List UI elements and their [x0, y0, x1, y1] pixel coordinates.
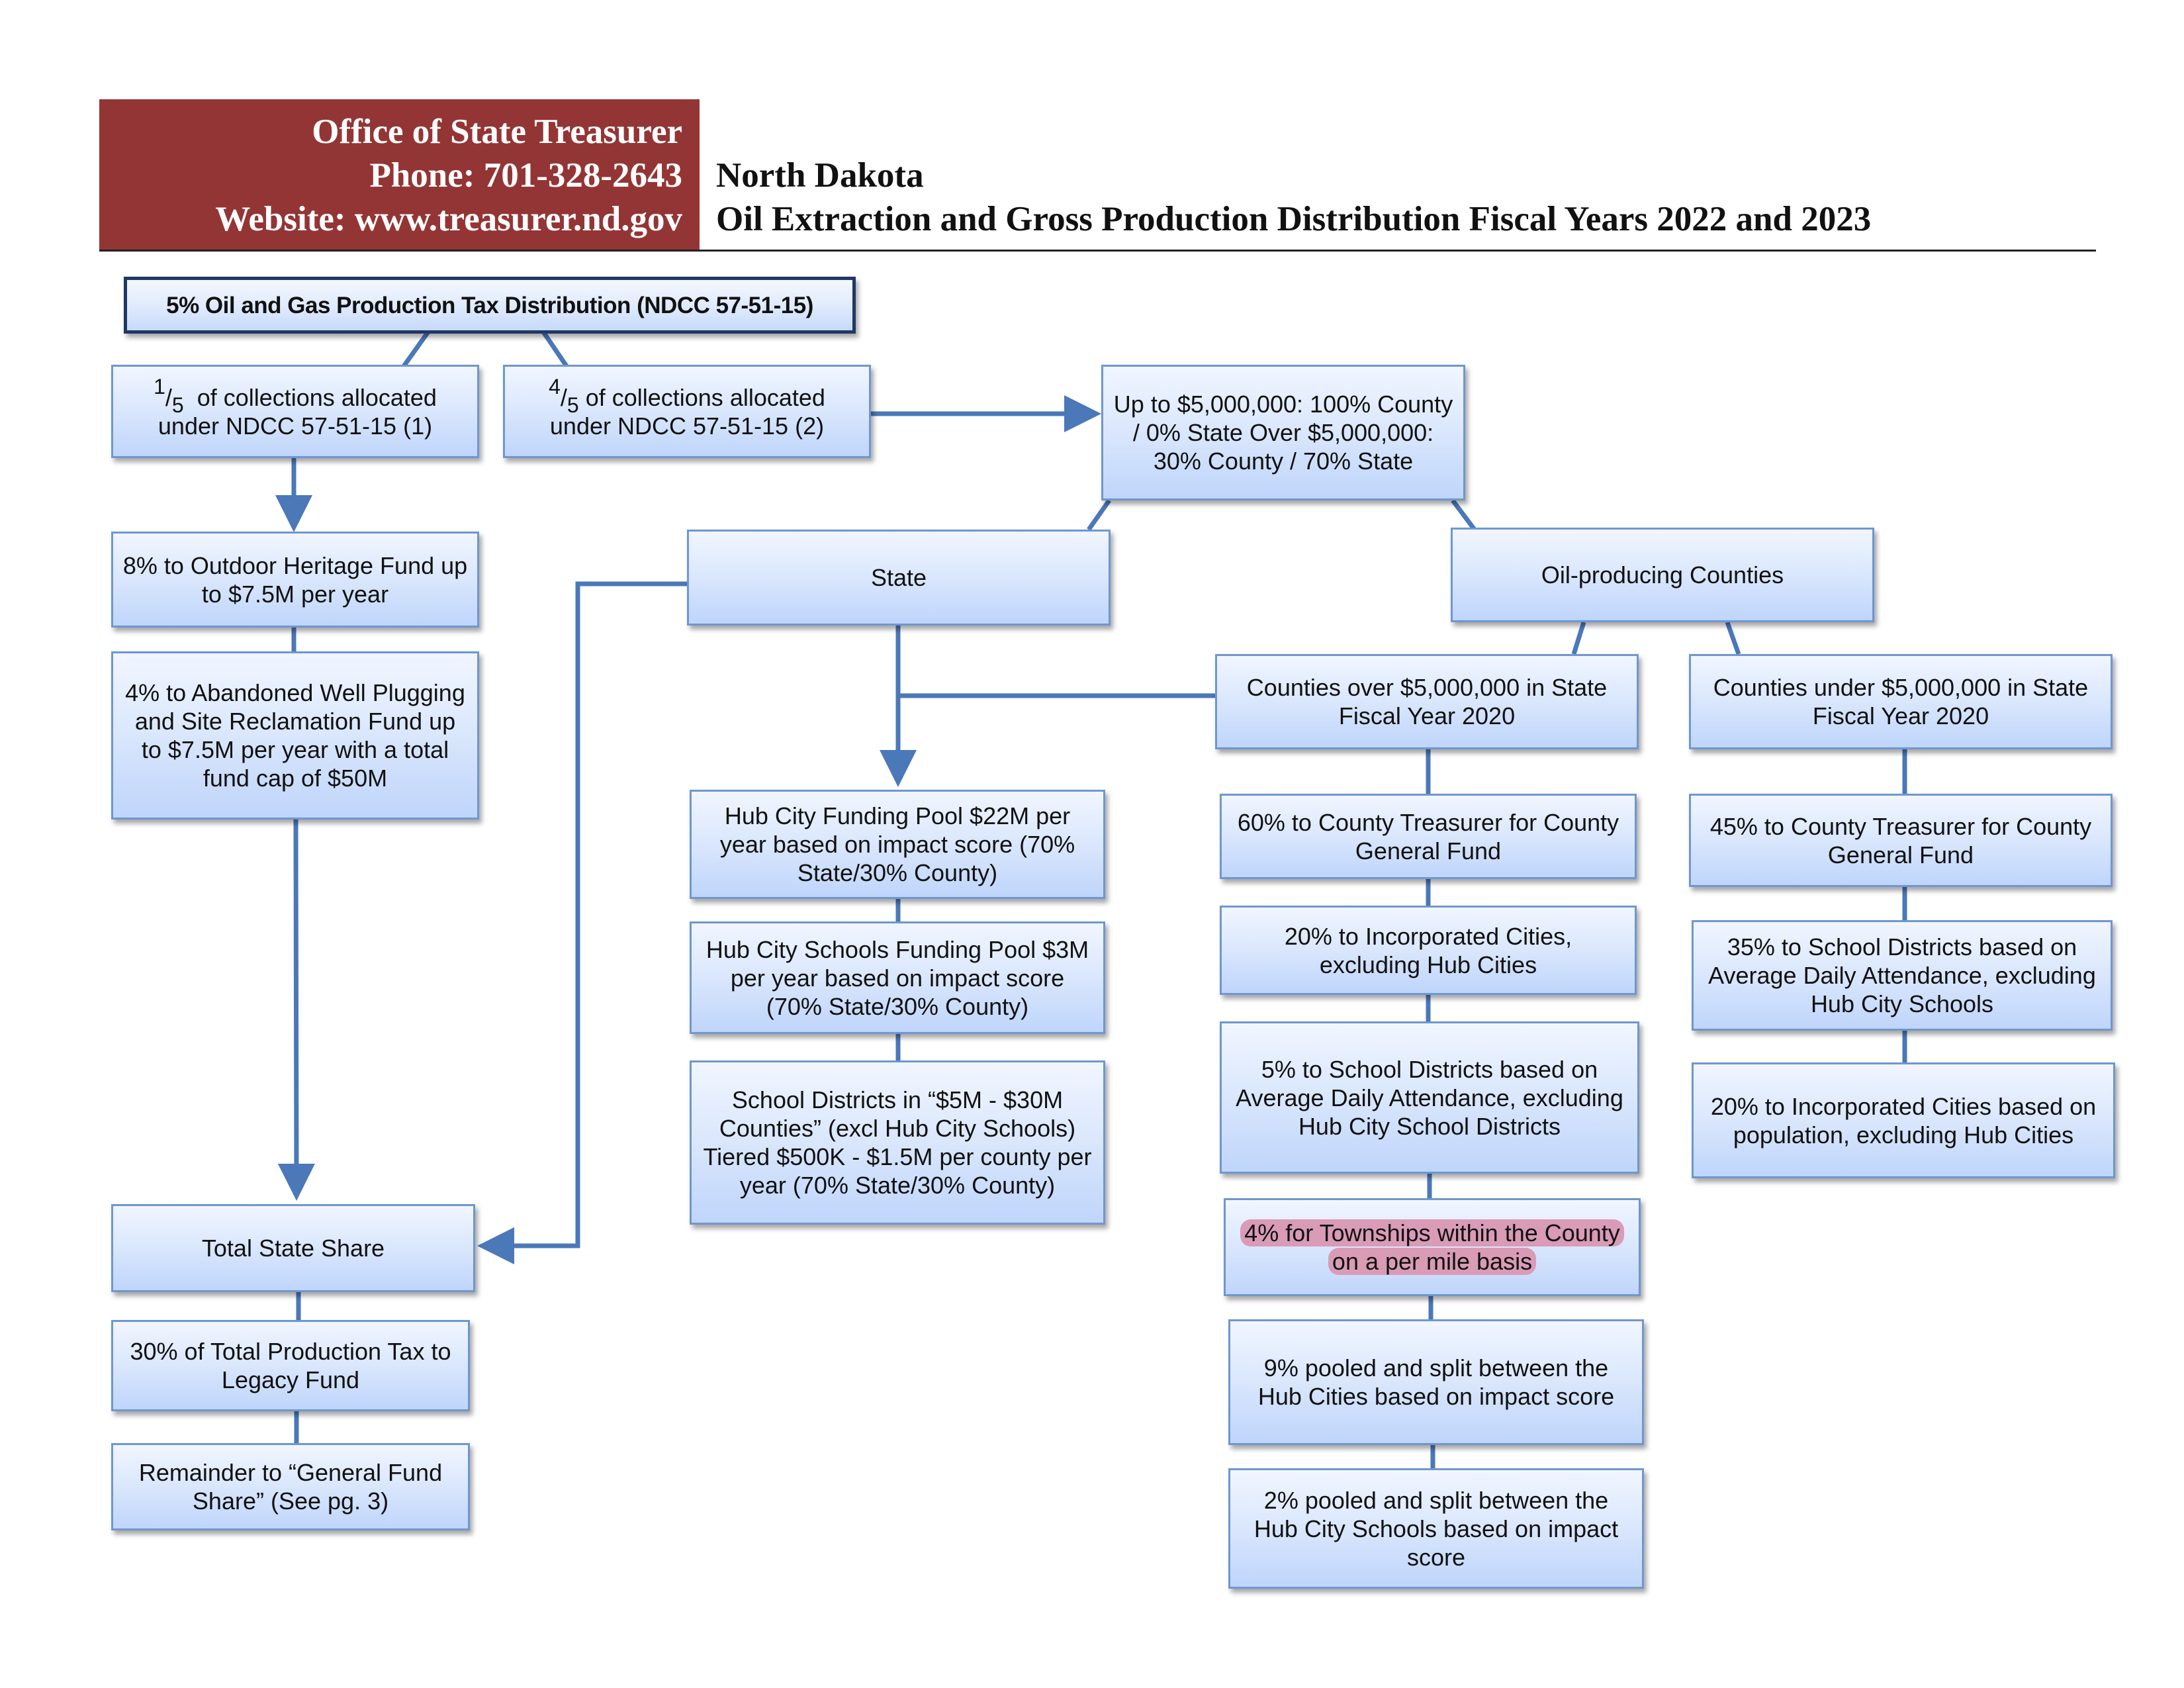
- connector-counties-under: [1725, 621, 1741, 655]
- page-title: Oil Extraction and Gross Production Dist…: [716, 200, 1872, 238]
- four-fifths-allocation-box: 4/5 of collections allocated under NDCC …: [503, 365, 871, 458]
- counties-over-item-2: 20% to Incorporated Cities, excluding Hu…: [1220, 906, 1637, 995]
- counties-over-item-4: 4% for Townships within the County on a …: [1224, 1198, 1641, 1296]
- outdoor-heritage-label: 8% to Outdoor Heritage Fund up to $7.5M …: [122, 551, 468, 608]
- split-line4: 30% County / 70% State: [1153, 447, 1414, 475]
- counties-under-heading: Counties under $5,000,000 in State Fisca…: [1713, 674, 2089, 729]
- general-fund-share-label: Remainder to “General Fund Share” (See p…: [138, 1459, 443, 1515]
- counties-over-item-1-label: 60% to County Treasurer for County Gener…: [1237, 808, 1619, 865]
- counties-over-item-6: 2% pooled and split between the Hub City…: [1228, 1468, 1644, 1589]
- school-districts-tier-line1: School Districts in “$5M - $30M Counties…: [719, 1086, 1076, 1142]
- office-name: Office of State Treasurer: [312, 113, 682, 151]
- one-fifth-numerator: 1: [154, 374, 165, 399]
- counties-under-item-1-label: 45% to County Treasurer for County Gener…: [1709, 812, 2092, 868]
- counties-over-item-2-label: 20% to Incorporated Cities, excluding Hu…: [1284, 922, 1572, 978]
- total-state-share-box: Total State Share: [111, 1204, 475, 1292]
- four-fifths-numerator: 4: [549, 374, 561, 399]
- connector-split-counties: [1451, 498, 1477, 532]
- general-fund-share-box: Remainder to “General Fund Share” (See p…: [111, 1443, 470, 1530]
- counties-under-5m-box: Counties under $5,000,000 in State Fisca…: [1689, 654, 2113, 749]
- split-line3: Over $5,000,000:: [1249, 419, 1434, 446]
- state-box: State: [687, 530, 1111, 626]
- oil-producing-counties-label: Oil-producing Counties: [1541, 561, 1784, 588]
- counties-over-item-5-label: 9% pooled and split between the Hub Citi…: [1257, 1354, 1615, 1410]
- counties-over-heading: Counties over $5,000,000 in State Fiscal…: [1246, 674, 1608, 729]
- root-production-tax-box: 5% Oil and Gas Production Tax Distributi…: [124, 277, 856, 334]
- state-name: North Dakota: [716, 156, 924, 195]
- total-state-share-label: Total State Share: [201, 1235, 385, 1262]
- counties-over-5m-box: Counties over $5,000,000 in State Fiscal…: [1215, 654, 1639, 749]
- one-fifth-line2: under NDCC 57-51-15 (1): [158, 412, 433, 440]
- abandoned-well-label: 4% to Abandoned Well Plugging and Site R…: [125, 679, 465, 792]
- hub-city-pool-label: Hub City Funding Pool $22M per year base…: [719, 802, 1075, 886]
- townships-highlighted-label: 4% for Townships within the County on a …: [1240, 1219, 1624, 1275]
- split-line2: 100% County / 0% State: [1132, 391, 1453, 446]
- connector-counties-over: [1571, 621, 1586, 655]
- counties-over-item-5: 9% pooled and split between the Hub Citi…: [1228, 1319, 1644, 1445]
- arrow-state-to-total: [477, 581, 687, 1264]
- school-districts-5m-30m-box: School Districts in “$5M - $30M Counties…: [690, 1060, 1105, 1225]
- state-label: State: [870, 564, 927, 591]
- counties-under-item-1: 45% to County Treasurer for County Gener…: [1689, 794, 2113, 887]
- legacy-fund-label: 30% of Total Production Tax to Legacy Fu…: [130, 1338, 451, 1393]
- header-divider: [99, 250, 2096, 252]
- county-state-split-box: Up to $5,000,000: 100% County / 0% State…: [1101, 365, 1465, 500]
- one-fifth-allocation-box: 1/5 of collections allocated under NDCC …: [111, 365, 479, 458]
- connector-split-state: [1087, 498, 1111, 532]
- four-fifths-line1: of collections allocated: [585, 383, 825, 411]
- document-title: North Dakota Oil Extraction and Gross Pr…: [716, 154, 1871, 241]
- counties-over-item-1: 60% to County Treasurer for County Gener…: [1220, 794, 1637, 879]
- counties-under-item-2: 35% to School Districts based on Average…: [1692, 920, 2113, 1031]
- counties-over-item-3: 5% to School Districts based on Average …: [1220, 1021, 1639, 1174]
- four-fifths-fraction: 4/5: [549, 374, 579, 417]
- root-label: 5% Oil and Gas Production Tax Distributi…: [166, 292, 813, 318]
- school-districts-tier-line2: Tiered $500K - $1.5M per county per year…: [703, 1143, 1092, 1199]
- counties-over-item-6-label: 2% pooled and split between the Hub City…: [1253, 1486, 1619, 1571]
- office-website: Website: www.treasurer.nd.gov: [215, 200, 682, 238]
- treasurer-contact-banner: Office of State Treasurer Phone: 701-328…: [99, 99, 700, 250]
- connector-root-fourfifths: [541, 330, 570, 369]
- hub-city-schools-pool-box: Hub City Schools Funding Pool $3M per ye…: [690, 921, 1105, 1034]
- four-fifths-denominator: 5: [567, 393, 579, 417]
- hub-city-schools-pool-label: Hub City Schools Funding Pool $3M per ye…: [705, 935, 1089, 1020]
- counties-over-item-3-label: 5% to School Districts based on Average …: [1236, 1055, 1623, 1140]
- oil-producing-counties-box: Oil-producing Counties: [1451, 528, 1874, 622]
- one-fifth-line1: of collections allocated: [197, 383, 437, 411]
- outdoor-heritage-fund-box: 8% to Outdoor Heritage Fund up to $7.5M …: [111, 532, 479, 628]
- connector-root-onefifth: [400, 329, 431, 370]
- split-line1: Up to $5,000,000:: [1113, 391, 1304, 418]
- one-fifth-denominator: 5: [171, 393, 184, 417]
- counties-under-item-3: 20% to Incorporated Cities based on popu…: [1692, 1062, 2115, 1178]
- counties-under-item-3-label: 20% to Incorporated Cities based on popu…: [1710, 1092, 2097, 1149]
- legacy-fund-box: 30% of Total Production Tax to Legacy Fu…: [111, 1320, 470, 1411]
- abandoned-well-fund-box: 4% to Abandoned Well Plugging and Site R…: [111, 651, 479, 820]
- hub-city-funding-pool-box: Hub City Funding Pool $22M per year base…: [690, 790, 1105, 899]
- office-phone: Phone: 701-328-2643: [369, 156, 682, 195]
- one-fifth-fraction: 1/5: [154, 374, 184, 417]
- counties-under-item-2-label: 35% to School Districts based on Average…: [1708, 933, 2096, 1017]
- four-fifths-line2: under NDCC 57-51-15 (2): [549, 412, 825, 440]
